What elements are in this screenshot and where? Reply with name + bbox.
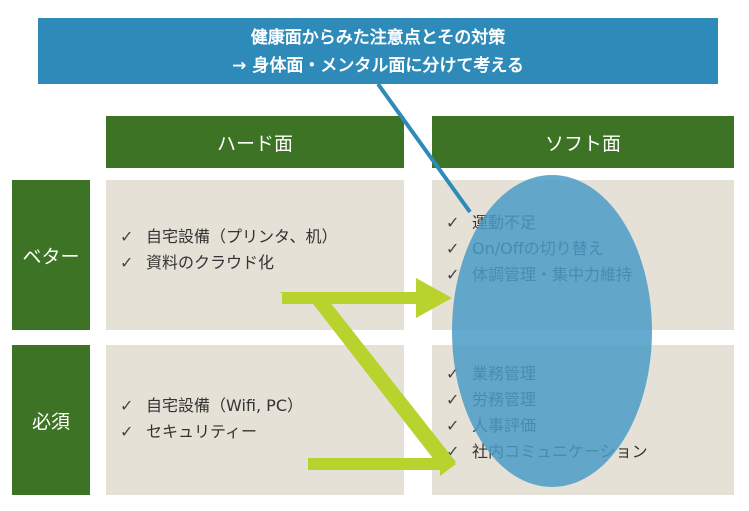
list-item: ✓ 自宅設備（Wifi, PC）	[120, 393, 404, 419]
cell-soft-better: ✓ 運動不足 ✓ On/Offの切り替え ✓ 体調管理・集中力維持	[432, 180, 734, 330]
column-header-soft: ソフト面	[432, 116, 734, 168]
list-item-text: 運動不足	[472, 213, 537, 232]
cell-hard-required-list: ✓ 自宅設備（Wifi, PC） ✓ セキュリティー	[120, 393, 404, 445]
list-item-text: 資料のクラウド化	[146, 253, 275, 272]
cell-hard-required: ✓ 自宅設備（Wifi, PC） ✓ セキュリティー	[106, 345, 404, 495]
check-icon: ✓	[120, 396, 134, 415]
row-header-required: 必須	[12, 345, 90, 495]
list-item: ✓ 資料のクラウド化	[120, 250, 404, 276]
list-item: ✓ 業務管理	[446, 361, 734, 387]
list-item-text: On/Offの切り替え	[472, 239, 604, 258]
check-icon: ✓	[446, 390, 460, 409]
check-icon: ✓	[446, 416, 460, 435]
list-item-text: セキュリティー	[146, 422, 258, 441]
cell-hard-better: ✓ 自宅設備（プリンタ、机） ✓ 資料のクラウド化	[106, 180, 404, 330]
list-item-text: 自宅設備（プリンタ、机）	[146, 227, 338, 246]
list-item-text: 業務管理	[472, 364, 537, 383]
check-icon: ✓	[446, 442, 460, 461]
list-item: ✓ セキュリティー	[120, 419, 404, 445]
callout-subtitle: → 身体面・メンタル面に分けて考える	[232, 56, 524, 76]
check-icon: ✓	[446, 239, 460, 258]
list-item-text: 労務管理	[472, 390, 537, 409]
list-item: ✓ 労務管理	[446, 387, 734, 413]
list-item-text: 社内コミュニケーション	[472, 442, 648, 461]
check-icon: ✓	[446, 364, 460, 383]
list-item: ✓ 人事評価	[446, 413, 734, 439]
cell-soft-required-list: ✓ 業務管理 ✓ 労務管理 ✓ 人事評価 ✓ 社内コミュニケーション	[446, 361, 734, 465]
cell-soft-required: ✓ 業務管理 ✓ 労務管理 ✓ 人事評価 ✓ 社内コミュニケーション	[432, 345, 734, 495]
check-icon: ✓	[446, 265, 460, 284]
callout-title: 健康面からみた注意点とその対策	[250, 28, 506, 48]
list-item-text: 人事評価	[472, 416, 537, 435]
callout-box: 健康面からみた注意点とその対策 → 身体面・メンタル面に分けて考える	[38, 18, 718, 84]
row-header-better-label: ベター	[22, 245, 80, 268]
list-item-text: 自宅設備（Wifi, PC）	[146, 396, 303, 415]
check-icon: ✓	[120, 227, 134, 246]
check-icon: ✓	[446, 213, 460, 232]
list-item: ✓ 社内コミュニケーション	[446, 439, 734, 465]
list-item: ✓ 体調管理・集中力維持	[446, 262, 734, 288]
row-header-required-label: 必須	[31, 410, 70, 433]
list-item: ✓ 自宅設備（プリンタ、机）	[120, 224, 404, 250]
list-item: ✓ 運動不足	[446, 210, 734, 236]
column-header-hard: ハード面	[106, 116, 404, 168]
check-icon: ✓	[120, 253, 134, 272]
column-header-soft-label: ソフト面	[544, 132, 621, 155]
list-item: ✓ On/Offの切り替え	[446, 236, 734, 262]
cell-hard-better-list: ✓ 自宅設備（プリンタ、机） ✓ 資料のクラウド化	[120, 224, 404, 276]
check-icon: ✓	[120, 422, 134, 441]
row-header-better: ベター	[12, 180, 90, 330]
list-item-text: 体調管理・集中力維持	[472, 265, 633, 284]
column-header-hard-label: ハード面	[216, 132, 293, 155]
cell-soft-better-list: ✓ 運動不足 ✓ On/Offの切り替え ✓ 体調管理・集中力維持	[446, 210, 734, 288]
